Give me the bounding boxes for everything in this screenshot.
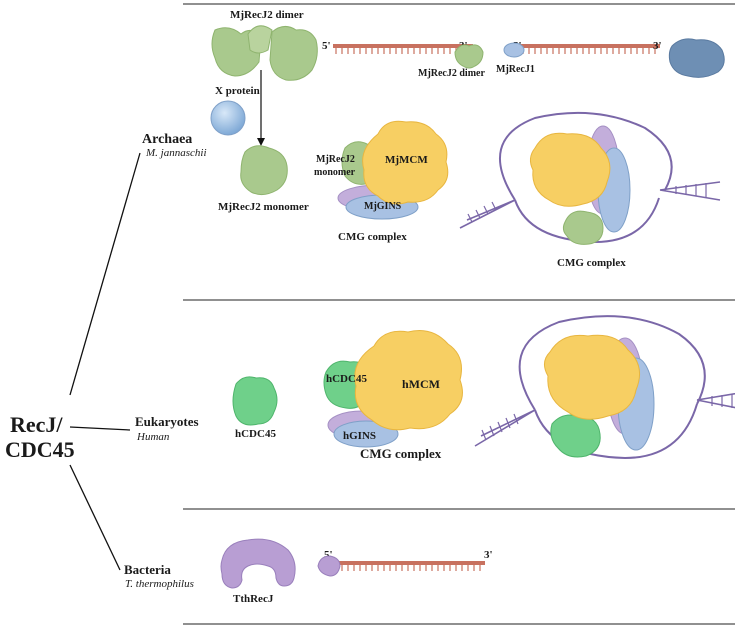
bacteria-dna-3prime: 3'	[484, 549, 493, 561]
tthrecj-label: TthRecJ	[233, 593, 274, 605]
cmg-complex-label-2: CMG complex	[557, 257, 626, 269]
hmcm-protein	[354, 330, 463, 431]
cmg-monomer-label-1: MjRecJ2	[316, 154, 355, 165]
panel-dividers	[183, 3, 735, 625]
cmg-complex-label-1: CMG complex	[338, 231, 407, 243]
eukaryotes-label: Eukaryotes	[135, 414, 199, 429]
archaea-cmg-complex	[337, 120, 449, 220]
root-label-line1: RecJ/	[10, 412, 63, 437]
bubble-fork-right	[659, 181, 721, 201]
x-protein-icon	[210, 100, 246, 136]
root-label-line2: CDC45	[5, 437, 75, 462]
hcdc45-cmg-label: hCDC45	[326, 373, 367, 385]
mjmcm-label: MjMCM	[385, 154, 428, 166]
eukaryote-cmg-complex	[323, 330, 463, 448]
bacteria-dna-5prime: 5'	[324, 549, 333, 561]
recj2-dimer-on-dna-label: MjRecJ2 dimer	[418, 68, 485, 79]
recj2-monomer-label: MjRecJ2 monomer	[218, 201, 309, 213]
dna-strand-right	[520, 44, 660, 54]
eukaryotes-species: Human	[136, 431, 170, 443]
recj1-bound-protein	[503, 42, 525, 58]
phylo-tree	[69, 152, 141, 571]
archaea-species: M. jannaschii	[145, 147, 207, 159]
dna-right-3prime: 3'	[653, 40, 662, 52]
hgins-label: hGINS	[343, 430, 376, 442]
recj1-free-protein	[668, 38, 725, 78]
branch-eukaryotes	[69, 426, 131, 431]
hcdc45-free-protein	[232, 376, 278, 426]
tthrecj-protein	[220, 538, 296, 589]
recj2-dimer-label: MjRecJ2 dimer	[230, 9, 304, 21]
dna-strand-bacteria	[333, 561, 485, 571]
dna-left-5prime: 5'	[322, 40, 331, 52]
bacteria-species: T. thermophilus	[125, 578, 194, 590]
cmg-monomer-label-2: monomer	[314, 167, 356, 178]
recj2-monomer-protein	[240, 145, 288, 196]
branch-archaea	[69, 152, 141, 396]
hmcm-label: hMCM	[402, 377, 440, 391]
mjgins-label: MjGINS	[364, 201, 402, 212]
recj2-dimer-protein	[211, 25, 318, 81]
hcdc45-label: hCDC45	[235, 428, 276, 440]
arrow-head-monomer	[257, 138, 265, 146]
bacteria-label: Bacteria	[124, 562, 171, 577]
hgins-blue	[333, 420, 399, 448]
cmg-complex-label-3: CMG complex	[360, 446, 442, 461]
tthrecj-bound-protein	[317, 555, 341, 577]
recj2-dimer-on-dna	[454, 44, 484, 69]
x-protein-label: X protein	[215, 85, 260, 97]
archaea-label: Archaea	[142, 132, 192, 147]
recj1-label: MjRecJ1	[496, 64, 535, 75]
dna-strand-left	[333, 44, 473, 54]
branch-bacteria	[69, 464, 121, 571]
archaea-replication-bubble	[459, 111, 721, 245]
mjmcm-protein	[362, 120, 449, 205]
eukaryote-replication-bubble	[474, 315, 735, 460]
